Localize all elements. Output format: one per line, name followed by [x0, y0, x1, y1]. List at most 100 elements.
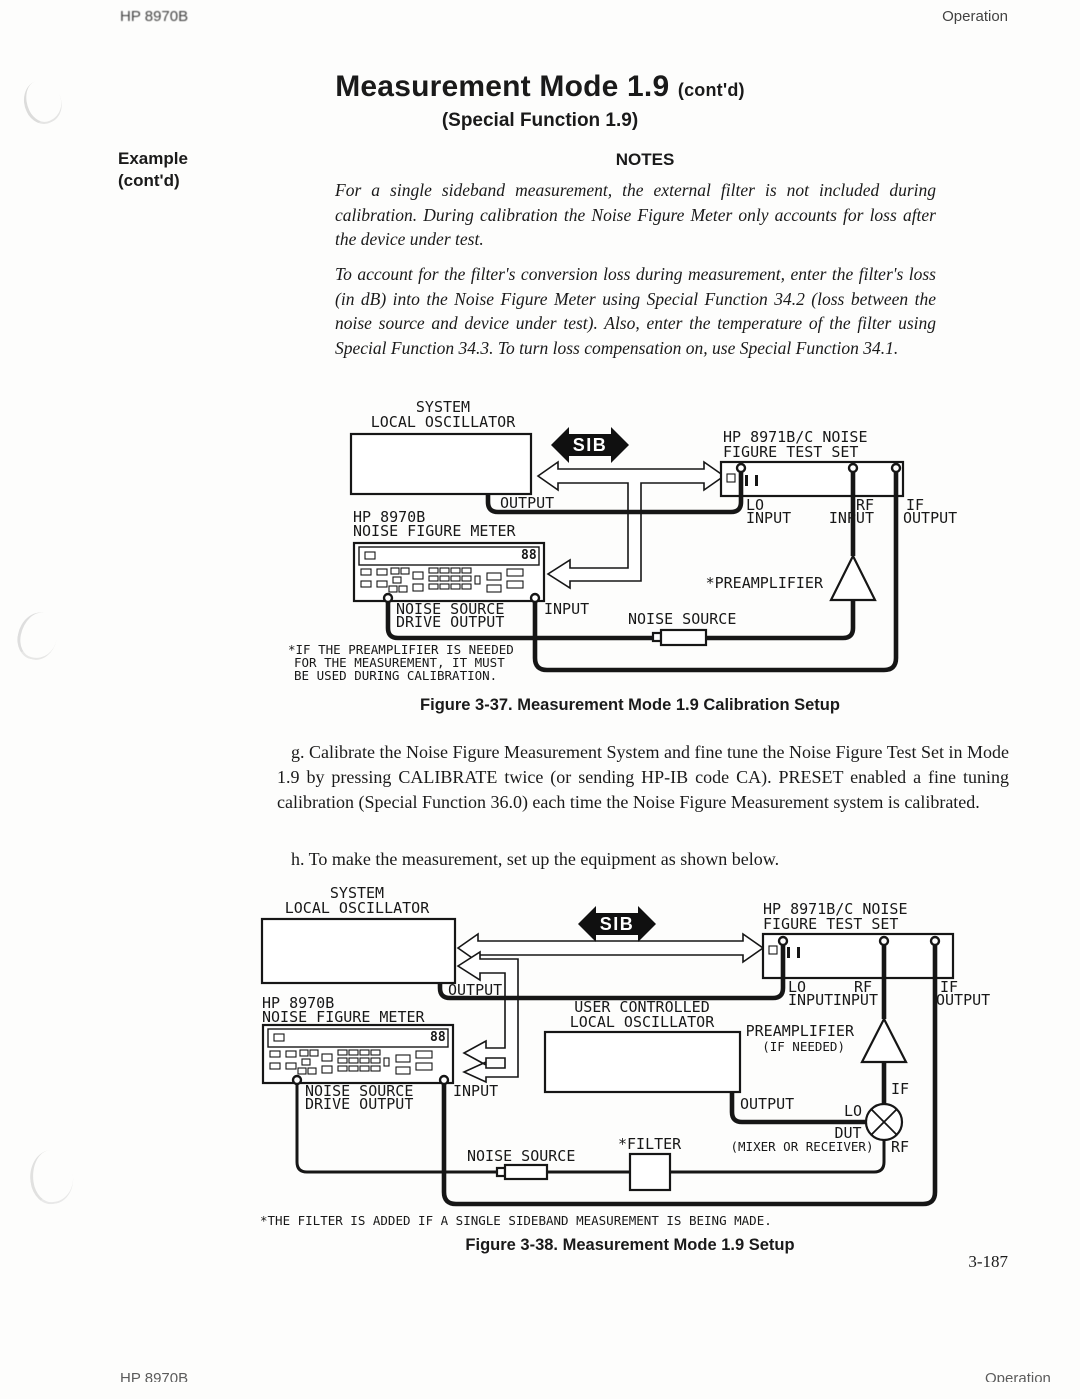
- rf-input-label: INPUT: [833, 991, 878, 1009]
- page-number: 3-187: [968, 1252, 1008, 1271]
- notes-paragraph-1: For a single sideband measurement, the e…: [335, 180, 936, 249]
- example-line1: Example: [118, 149, 188, 168]
- page-title: Measurement Mode 1.9 (cont'd): [0, 70, 1080, 104]
- figure-38-caption: Figure 3-38. Measurement Mode 1.9 Setup: [465, 1236, 795, 1254]
- system-lo-label: SYSTEM: [330, 884, 384, 902]
- if-loop-cable: [441, 941, 938, 1207]
- noise-source-label: NOISE SOURCE: [467, 1147, 575, 1165]
- filter-icon: [628, 1152, 672, 1192]
- nfm-label: NOISE FIGURE METER: [353, 522, 517, 540]
- if-output-label: OUTPUT: [936, 991, 990, 1009]
- noise-source-cable: [295, 1080, 886, 1174]
- nfm-label: HP 8970B: [353, 508, 425, 526]
- nfm-display: 88: [430, 1030, 446, 1045]
- rf-input-label: RF: [856, 496, 874, 514]
- bottom-edge-section: Operation: [985, 1371, 1051, 1382]
- filter-label: *FILTER: [618, 1135, 682, 1153]
- connector-dot: [890, 462, 902, 474]
- connector-dot: [777, 935, 789, 947]
- connector-dot: [878, 935, 890, 947]
- preamplifier-label: PREAMPLIFIER: [746, 1022, 855, 1040]
- connector-dot: [735, 462, 747, 474]
- user-lo-box: [543, 1030, 742, 1094]
- step-h: h. To make the measurement, set up the e…: [291, 849, 780, 869]
- sib-bus-arrow: [536, 460, 726, 590]
- example-line2: (cont'd): [118, 171, 180, 190]
- dut-label: DUT: [834, 1124, 861, 1142]
- system-lo-box: [260, 917, 457, 985]
- page-bottom-edge: HP 8970B Operation: [0, 1371, 1080, 1382]
- connector-dot: [291, 1074, 303, 1086]
- connector-dot: [847, 462, 859, 474]
- figure-37-footnote: BE USED DURING CALIBRATION.: [294, 668, 497, 683]
- test-set-label: FIGURE TEST SET: [723, 443, 858, 461]
- lo-input-label: INPUT: [746, 509, 791, 527]
- test-set-label: HP 8971B/C NOISE: [723, 428, 868, 446]
- rf-input-label: RF: [854, 978, 872, 996]
- step-g: g. Calibrate the Noise Figure Measuremen…: [277, 742, 1009, 812]
- dut-label: (MIXER OR RECEIVER): [731, 1139, 874, 1154]
- user-lo-label: LOCAL OSCILLATOR: [570, 1013, 715, 1031]
- test-set-label: HP 8971B/C NOISE: [763, 900, 908, 918]
- lo-input-label: INPUT: [788, 991, 833, 1009]
- preamplifier-icon: [829, 553, 877, 602]
- figure-37-diagram: SYSTEM LOCAL OSCILLATOR OUTPUT SIB HP 89…: [288, 398, 957, 683]
- test-set-box: [719, 460, 905, 498]
- nfm-display: 88: [521, 548, 537, 563]
- notes-heading: NOTES: [615, 150, 675, 169]
- mixer-rf-label: RF: [891, 1138, 909, 1156]
- nfm-front-panel: [261, 1023, 455, 1085]
- user-lo-label: USER CONTROLLED: [574, 998, 709, 1016]
- lo-cable: [437, 941, 786, 1001]
- nfm-input-label: INPUT: [544, 600, 589, 618]
- title-contd: (cont'd): [677, 80, 745, 100]
- preamplifier-label: (IF NEEDED): [762, 1039, 845, 1054]
- connector-dot: [438, 1074, 450, 1086]
- figure-37-caption: Figure 3-37. Measurement Mode 1.9 Calibr…: [420, 696, 840, 714]
- figure-38-diagram: SYSTEM LOCAL OSCILLATOR OUTPUT SIB HP 89…: [260, 884, 990, 1228]
- bottom-edge-model: HP 8970B: [120, 1371, 189, 1382]
- mixer-lo-label: LO: [844, 1102, 862, 1120]
- system-lo-output-label: OUTPUT: [448, 981, 502, 999]
- mixer-if-label: IF: [891, 1080, 909, 1098]
- sib-bus-arrow: [456, 932, 765, 964]
- lo-cable: [485, 468, 744, 515]
- preamplifier-icon: [860, 1016, 908, 1064]
- user-lo-output-label: OUTPUT: [740, 1095, 794, 1113]
- lo-input-label: LO: [746, 496, 764, 514]
- sib-icon: [551, 427, 629, 463]
- connector-dot: [929, 935, 941, 947]
- noise-source-label: NOISE SOURCE: [628, 610, 736, 628]
- sib-bus-branch-arrow: [456, 950, 519, 1084]
- example-label: Example (cont'd): [118, 148, 188, 192]
- page-subtitle: (Special Function 1.9): [441, 110, 639, 131]
- nfm-label: HP 8970B: [262, 994, 334, 1012]
- header-model: HP 8970B: [120, 8, 189, 25]
- if-output-label: IF: [906, 496, 924, 514]
- scan-artifact: [26, 1147, 77, 1207]
- notes-paragraph-2: To account for the filter's conversion l…: [335, 264, 936, 358]
- connector-dot: [529, 592, 541, 604]
- system-lo-box: [349, 432, 533, 496]
- figure-38-footnote: *THE FILTER IS ADDED IF A SINGLE SIDEBAN…: [260, 1213, 772, 1228]
- noise-source-cable: [385, 598, 856, 641]
- noise-source-drive-label: DRIVE OUTPUT: [396, 613, 504, 631]
- noise-source-icon: [659, 628, 708, 647]
- sib-icon: [578, 906, 656, 942]
- nfm-input-label: INPUT: [453, 1082, 498, 1100]
- noise-source-drive-label: NOISE SOURCE: [396, 600, 504, 618]
- preamplifier-label: *PREAMPLIFIER: [706, 574, 824, 592]
- figure-37-footnote: *IF THE PREAMPLIFIER IS NEEDED: [288, 642, 514, 657]
- if-loop-cable: [532, 468, 899, 673]
- nfm-label: NOISE FIGURE METER: [262, 1008, 426, 1026]
- lo-input-label: LO: [788, 978, 806, 996]
- sib-label: SIB: [600, 914, 635, 934]
- system-lo-label: SYSTEM: [416, 398, 470, 416]
- scan-artifact: [13, 608, 62, 664]
- noise-source-drive-label: DRIVE OUTPUT: [305, 1095, 413, 1113]
- system-lo-label: LOCAL OSCILLATOR: [371, 413, 516, 431]
- nfm-front-panel: [352, 541, 546, 603]
- noise-source-drive-label: NOISE SOURCE: [305, 1082, 413, 1100]
- title-main: Measurement Mode 1.9: [335, 70, 670, 103]
